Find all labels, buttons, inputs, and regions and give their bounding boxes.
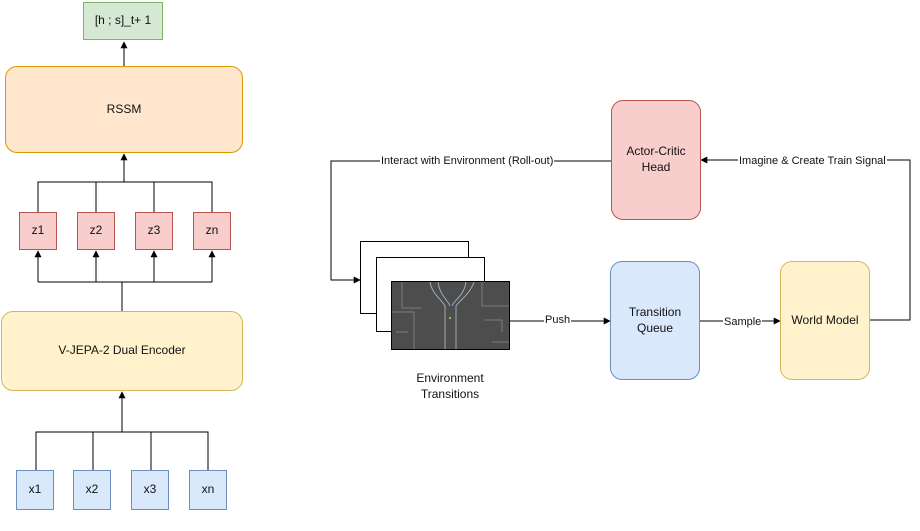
rssm-label: RSSM — [106, 101, 142, 116]
input-x1-label: x1 — [28, 482, 42, 497]
input-x1: x1 — [16, 470, 54, 510]
input-x3: x3 — [131, 470, 169, 510]
latent-z1-label: z1 — [31, 223, 45, 238]
env-caption: Environment Transitions — [400, 370, 500, 402]
world-model-box: World Model — [780, 261, 870, 380]
actor-critic-box: Actor-Critic Head — [611, 100, 701, 220]
world-model-label: World Model — [791, 312, 859, 327]
road-map-icon — [392, 282, 509, 349]
output-state-box: [h ; s]_t+ 1 — [83, 2, 163, 40]
latent-z3-label: z3 — [147, 223, 161, 238]
input-x3-label: x3 — [143, 482, 157, 497]
encoder-box: V-JEPA-2 Dual Encoder — [1, 311, 243, 391]
env-caption-label: Environment Transitions — [416, 371, 484, 402]
actor-critic-label: Actor-Critic Head — [626, 144, 686, 174]
transition-queue-box: Transition Queue — [610, 261, 700, 380]
latent-z2: z2 — [77, 212, 115, 250]
latent-zn: zn — [193, 212, 231, 250]
edge-label-interact: Interact with Environment (Roll-out) — [380, 155, 555, 167]
input-x2-label: x2 — [85, 482, 99, 497]
edge-label-imagine: Imagine & Create Train Signal — [738, 155, 887, 167]
encoder-label: V-JEPA-2 Dual Encoder — [58, 343, 186, 358]
input-x2: x2 — [73, 470, 111, 510]
rssm-box: RSSM — [5, 66, 243, 153]
transition-queue-label: Transition Queue — [628, 304, 682, 335]
edge-label-sample: Sample — [723, 316, 763, 328]
input-xn: xn — [189, 470, 227, 510]
edge-label-push: Push — [544, 314, 572, 326]
latent-z3: z3 — [135, 212, 173, 250]
latent-z1: z1 — [19, 212, 57, 250]
latent-zn-label: zn — [205, 223, 219, 238]
latent-z2-label: z2 — [89, 223, 103, 238]
env-screenshot — [391, 281, 510, 350]
output-state-label: [h ; s]_t+ 1 — [94, 13, 152, 28]
input-xn-label: xn — [201, 482, 215, 497]
